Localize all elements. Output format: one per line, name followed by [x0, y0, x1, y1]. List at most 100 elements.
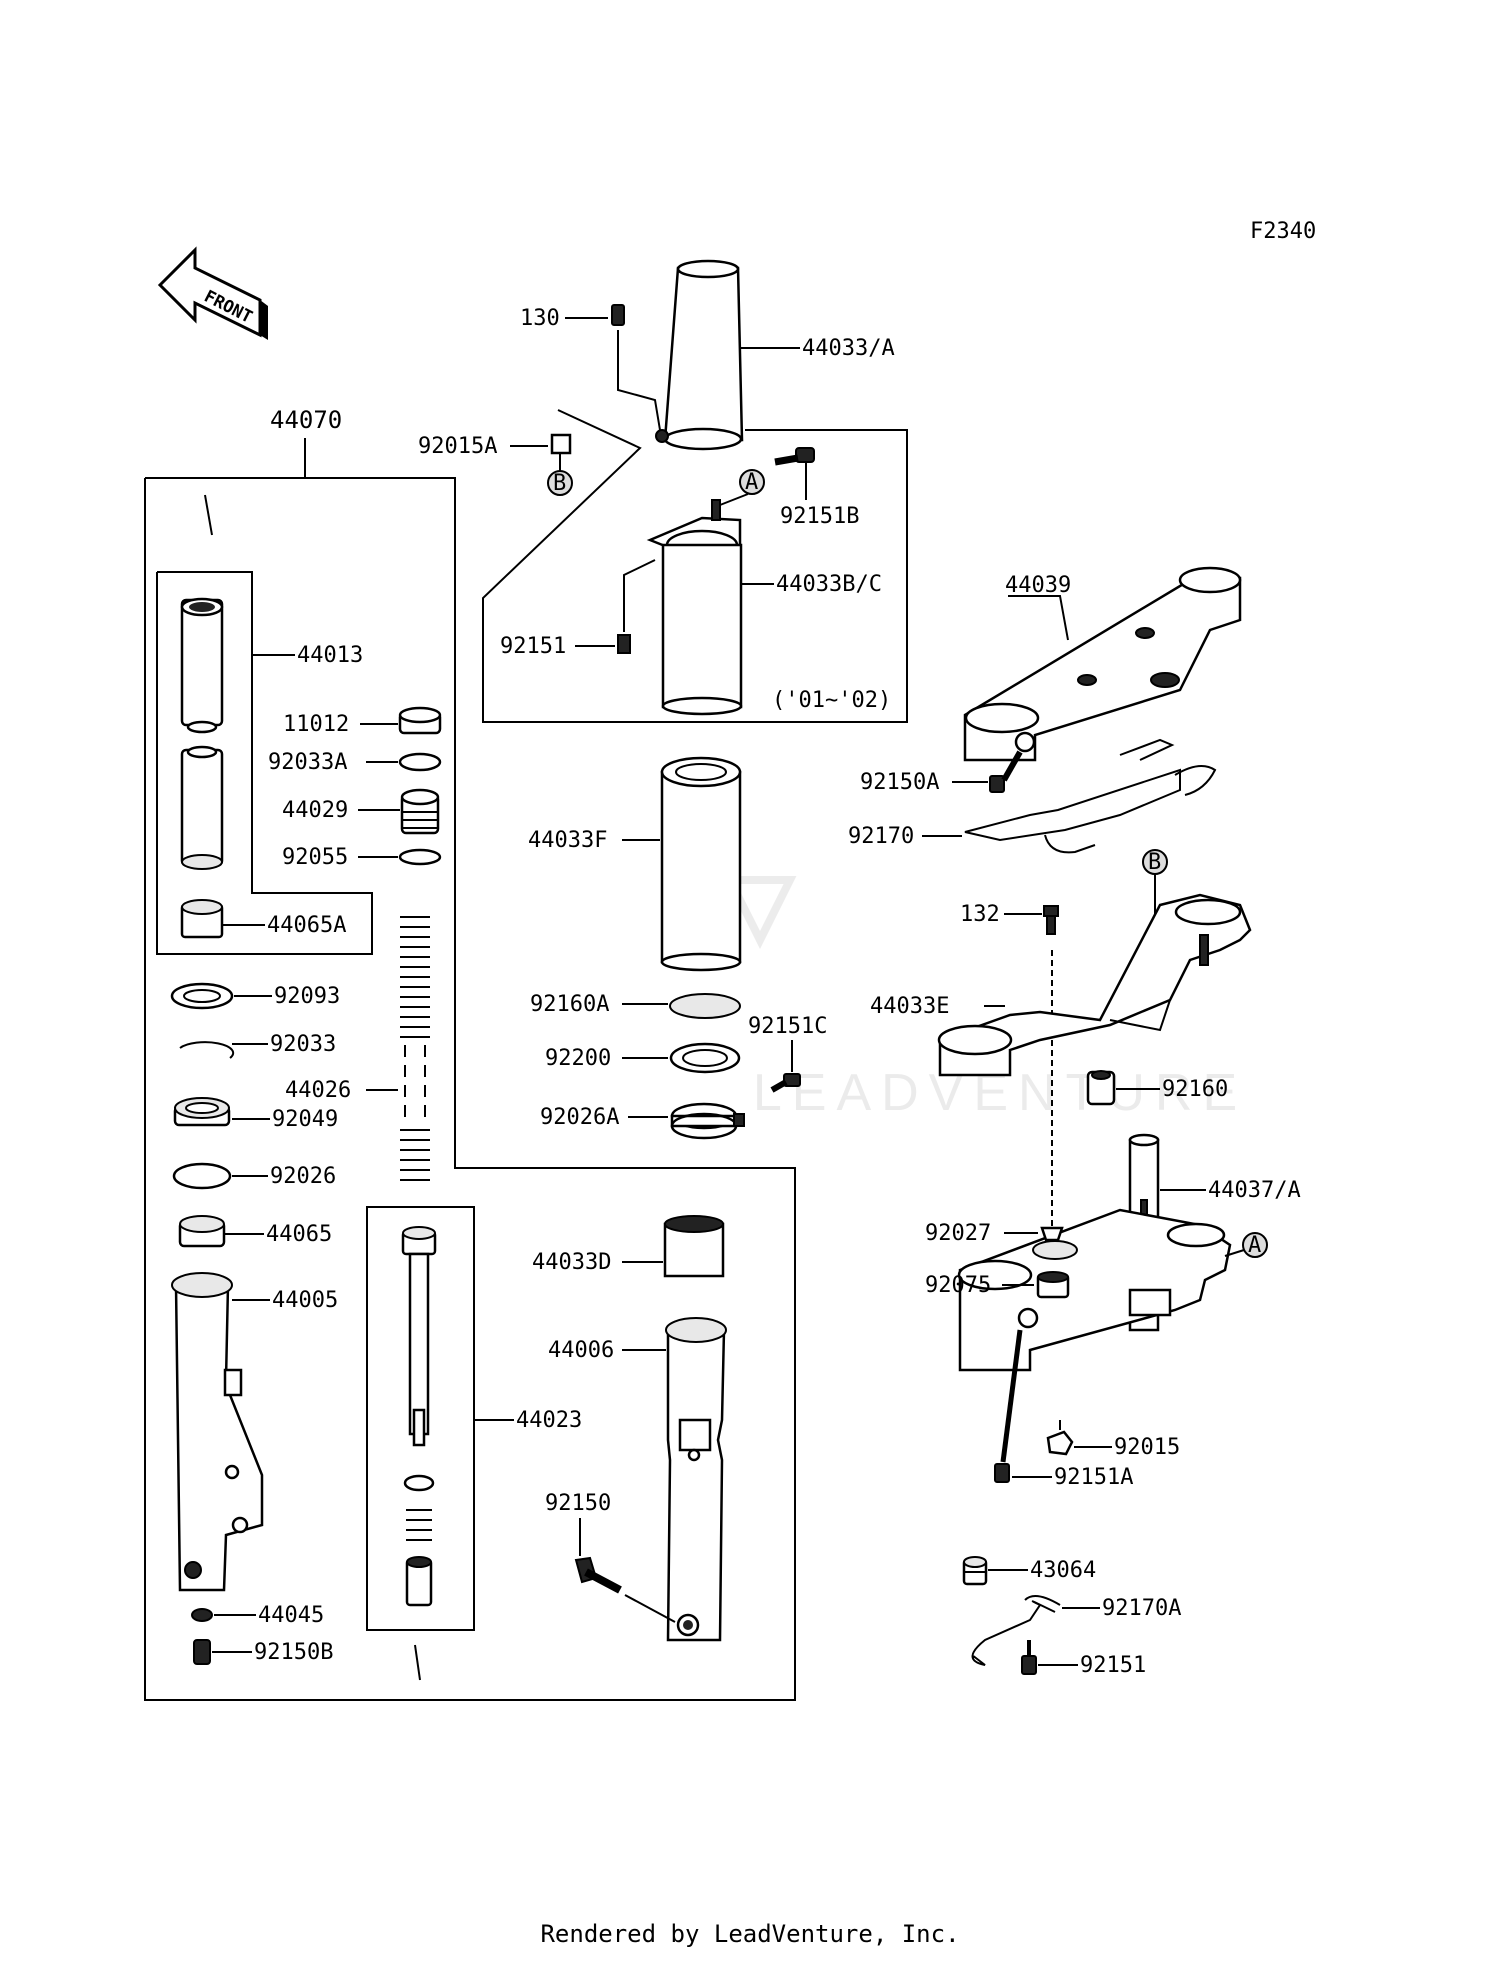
guide-92160a	[669, 993, 741, 1019]
callout-a-upper: A	[739, 469, 765, 495]
label-92015: 92015	[1114, 1435, 1180, 1460]
label-92170a: 92170A	[1102, 1596, 1181, 1621]
label-92075: 92075	[925, 1273, 991, 1298]
bolt-132	[1043, 905, 1059, 935]
label-44026: 44026	[285, 1078, 351, 1103]
screw-92151-upper	[617, 634, 631, 654]
svg-text:A: A	[1248, 1233, 1261, 1258]
label-44033e: 44033E	[870, 994, 949, 1019]
bolt-92151b	[774, 447, 815, 466]
adjuster-44029	[400, 788, 440, 835]
label-44065: 44065	[266, 1222, 332, 1247]
collar-92027	[1040, 1226, 1064, 1242]
label-44033f: 44033F	[528, 828, 607, 853]
callout-a-lower: A	[1242, 1232, 1268, 1258]
screw-92151c	[770, 1073, 801, 1093]
o-ring-92055	[398, 848, 442, 866]
o-ring-92033a	[398, 752, 442, 772]
label-43064: 43064	[1030, 1558, 1096, 1583]
label-92151b: 92151B	[780, 504, 859, 529]
label-132: 132	[960, 902, 1000, 927]
collar-92015a	[550, 433, 572, 455]
outer-tube-44006	[665, 1317, 727, 1642]
label-92150b: 92150B	[254, 1640, 333, 1665]
outer-tube-44005	[171, 1272, 264, 1592]
washer-92200	[669, 1042, 741, 1074]
bolt-92151a	[994, 1329, 1023, 1483]
label-92151a: 92151A	[1054, 1465, 1133, 1490]
label-44045: 44045	[258, 1603, 324, 1628]
label-92150a: 92150A	[860, 770, 939, 795]
bolt-92150b	[193, 1639, 211, 1665]
bolt-92150a	[989, 750, 1023, 793]
label-44033a: 44033/A	[802, 336, 895, 361]
label-44039: 44039	[1005, 573, 1071, 598]
circlip-92033	[179, 1041, 235, 1059]
inner-tube-lower	[180, 745, 224, 870]
upper-bracket-44039	[963, 566, 1242, 762]
label-92027: 92027	[925, 1221, 991, 1246]
label-92151-lower: 92151	[1080, 1653, 1146, 1678]
label-92015a: 92015A	[418, 434, 497, 459]
diagram-code: F2340	[1250, 219, 1316, 244]
label-44070: 44070	[270, 406, 342, 434]
bracket-92170	[964, 738, 1217, 854]
label-44033d: 44033D	[532, 1250, 611, 1275]
oil-seal-92049	[173, 1097, 231, 1127]
label-92033: 92033	[270, 1032, 336, 1057]
bush-44065	[178, 1215, 226, 1248]
label-44033bc: 44033B/C	[776, 572, 882, 597]
bolt-130	[611, 304, 625, 326]
label-92200: 92200	[545, 1046, 611, 1071]
fork-assembly-44070: 44070 44013 44065A	[144, 406, 796, 1701]
fork-cover-44033f	[660, 756, 742, 972]
damper-92160	[1086, 1070, 1116, 1106]
collar-43064	[962, 1556, 988, 1586]
svg-text:B: B	[1148, 850, 1161, 875]
label-92150: 92150	[545, 1491, 611, 1516]
steering-stem-44037a	[957, 1133, 1232, 1372]
label-92170: 92170	[848, 824, 914, 849]
callout-b-lower: B	[1142, 849, 1168, 875]
footer-credit: Rendered by LeadVenture, Inc.	[540, 1920, 960, 1948]
year-note: ('01~'02)	[772, 688, 891, 713]
damper-rod-44023	[401, 1226, 437, 1607]
front-arrow-icon: FRONT	[157, 246, 268, 340]
label-130: 130	[520, 306, 560, 331]
damper-92075	[1036, 1271, 1070, 1299]
fork-spring-44026	[400, 916, 430, 1181]
label-92026: 92026	[270, 1164, 336, 1189]
label-44065a: 44065A	[267, 913, 346, 938]
label-92160a: 92160A	[530, 992, 609, 1017]
nut-92015	[1046, 1430, 1074, 1456]
washer-44045	[191, 1608, 213, 1622]
label-11012: 11012	[283, 712, 349, 737]
label-92055: 92055	[282, 845, 348, 870]
label-92151c: 92151C	[748, 1014, 827, 1039]
label-44023: 44023	[516, 1408, 582, 1433]
washer-92026	[172, 1162, 232, 1190]
cap-bolt-11012	[398, 706, 442, 735]
callout-b-upper: B	[547, 470, 573, 496]
cover-44033d	[663, 1215, 725, 1278]
label-92049: 92049	[272, 1107, 338, 1132]
label-92026a: 92026A	[540, 1105, 619, 1130]
label-92033a: 92033A	[268, 750, 347, 775]
clamp-92170a	[971, 1600, 1056, 1666]
label-44013: 44013	[297, 643, 363, 668]
oil-seal-92093	[170, 982, 234, 1010]
bolt-92150	[574, 1556, 622, 1594]
bush-44065a	[180, 899, 224, 939]
label-92093: 92093	[274, 984, 340, 1009]
label-44005: 44005	[272, 1288, 338, 1313]
clamp-92026a	[670, 1102, 745, 1140]
label-44006: 44006	[548, 1338, 614, 1363]
label-44037a: 44037/A	[1208, 1178, 1301, 1203]
label-92151-upper: 92151	[500, 634, 566, 659]
inner-tube-upper	[180, 597, 224, 734]
lower-bracket-44033e	[937, 893, 1252, 1077]
fork-cover-44033a	[655, 259, 744, 451]
screw-92151-lower	[1021, 1640, 1037, 1675]
label-44029: 44029	[282, 798, 348, 823]
